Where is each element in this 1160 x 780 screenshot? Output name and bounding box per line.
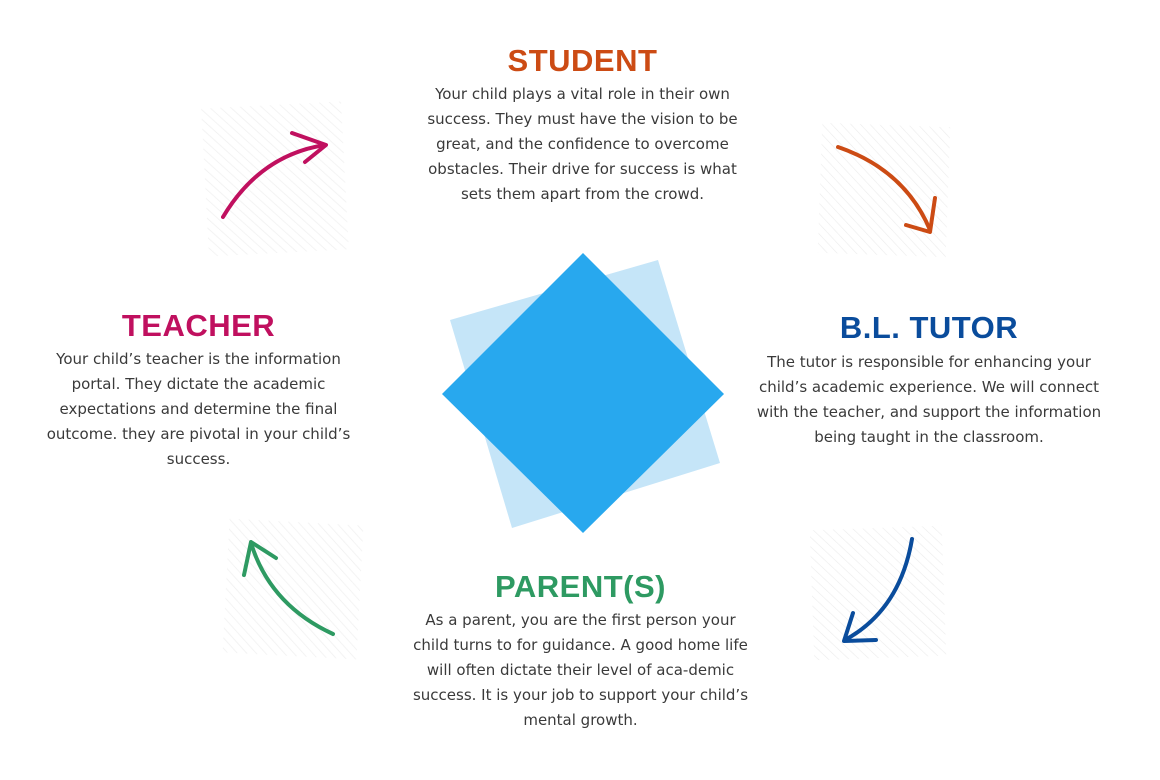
hatch-tile-bottom-right (809, 525, 947, 661)
hatch-tile-top-right (817, 122, 951, 258)
teacher-description: Your child’s teacher is the information … (46, 350, 351, 468)
center-diamond (442, 253, 724, 533)
student-title: STUDENT (507, 43, 658, 78)
teacher-to-student-arrow (221, 131, 328, 219)
parents-description: As a parent, you are the first person yo… (412, 611, 749, 729)
tutor-title: B.L. TUTOR (839, 310, 1019, 345)
teacher-title: TEACHER (121, 308, 276, 343)
student-description: Your child plays a vital role in their o… (427, 85, 738, 203)
student-to-tutor-arrow (836, 145, 937, 234)
hatch-tile-top-left (201, 101, 349, 257)
tutor-description: The tutor is responsible for enhancing y… (756, 353, 1102, 446)
student-section: STUDENT Your child plays a vital role in… (420, 42, 745, 207)
parents-to-teacher-arrow (242, 540, 335, 636)
parents-title: PARENT(S) (495, 569, 666, 604)
teacher-section: TEACHER Your child’s teacher is the info… (35, 307, 362, 472)
tutor-section: B.L. TUTOR The tutor is responsible for … (755, 309, 1103, 450)
hatch-tile-bottom-left (222, 518, 364, 660)
tutor-to-parents-arrow (842, 537, 914, 643)
center-diamond-front (442, 253, 724, 533)
parents-section: PARENT(S) As a parent, you are the first… (412, 568, 749, 733)
